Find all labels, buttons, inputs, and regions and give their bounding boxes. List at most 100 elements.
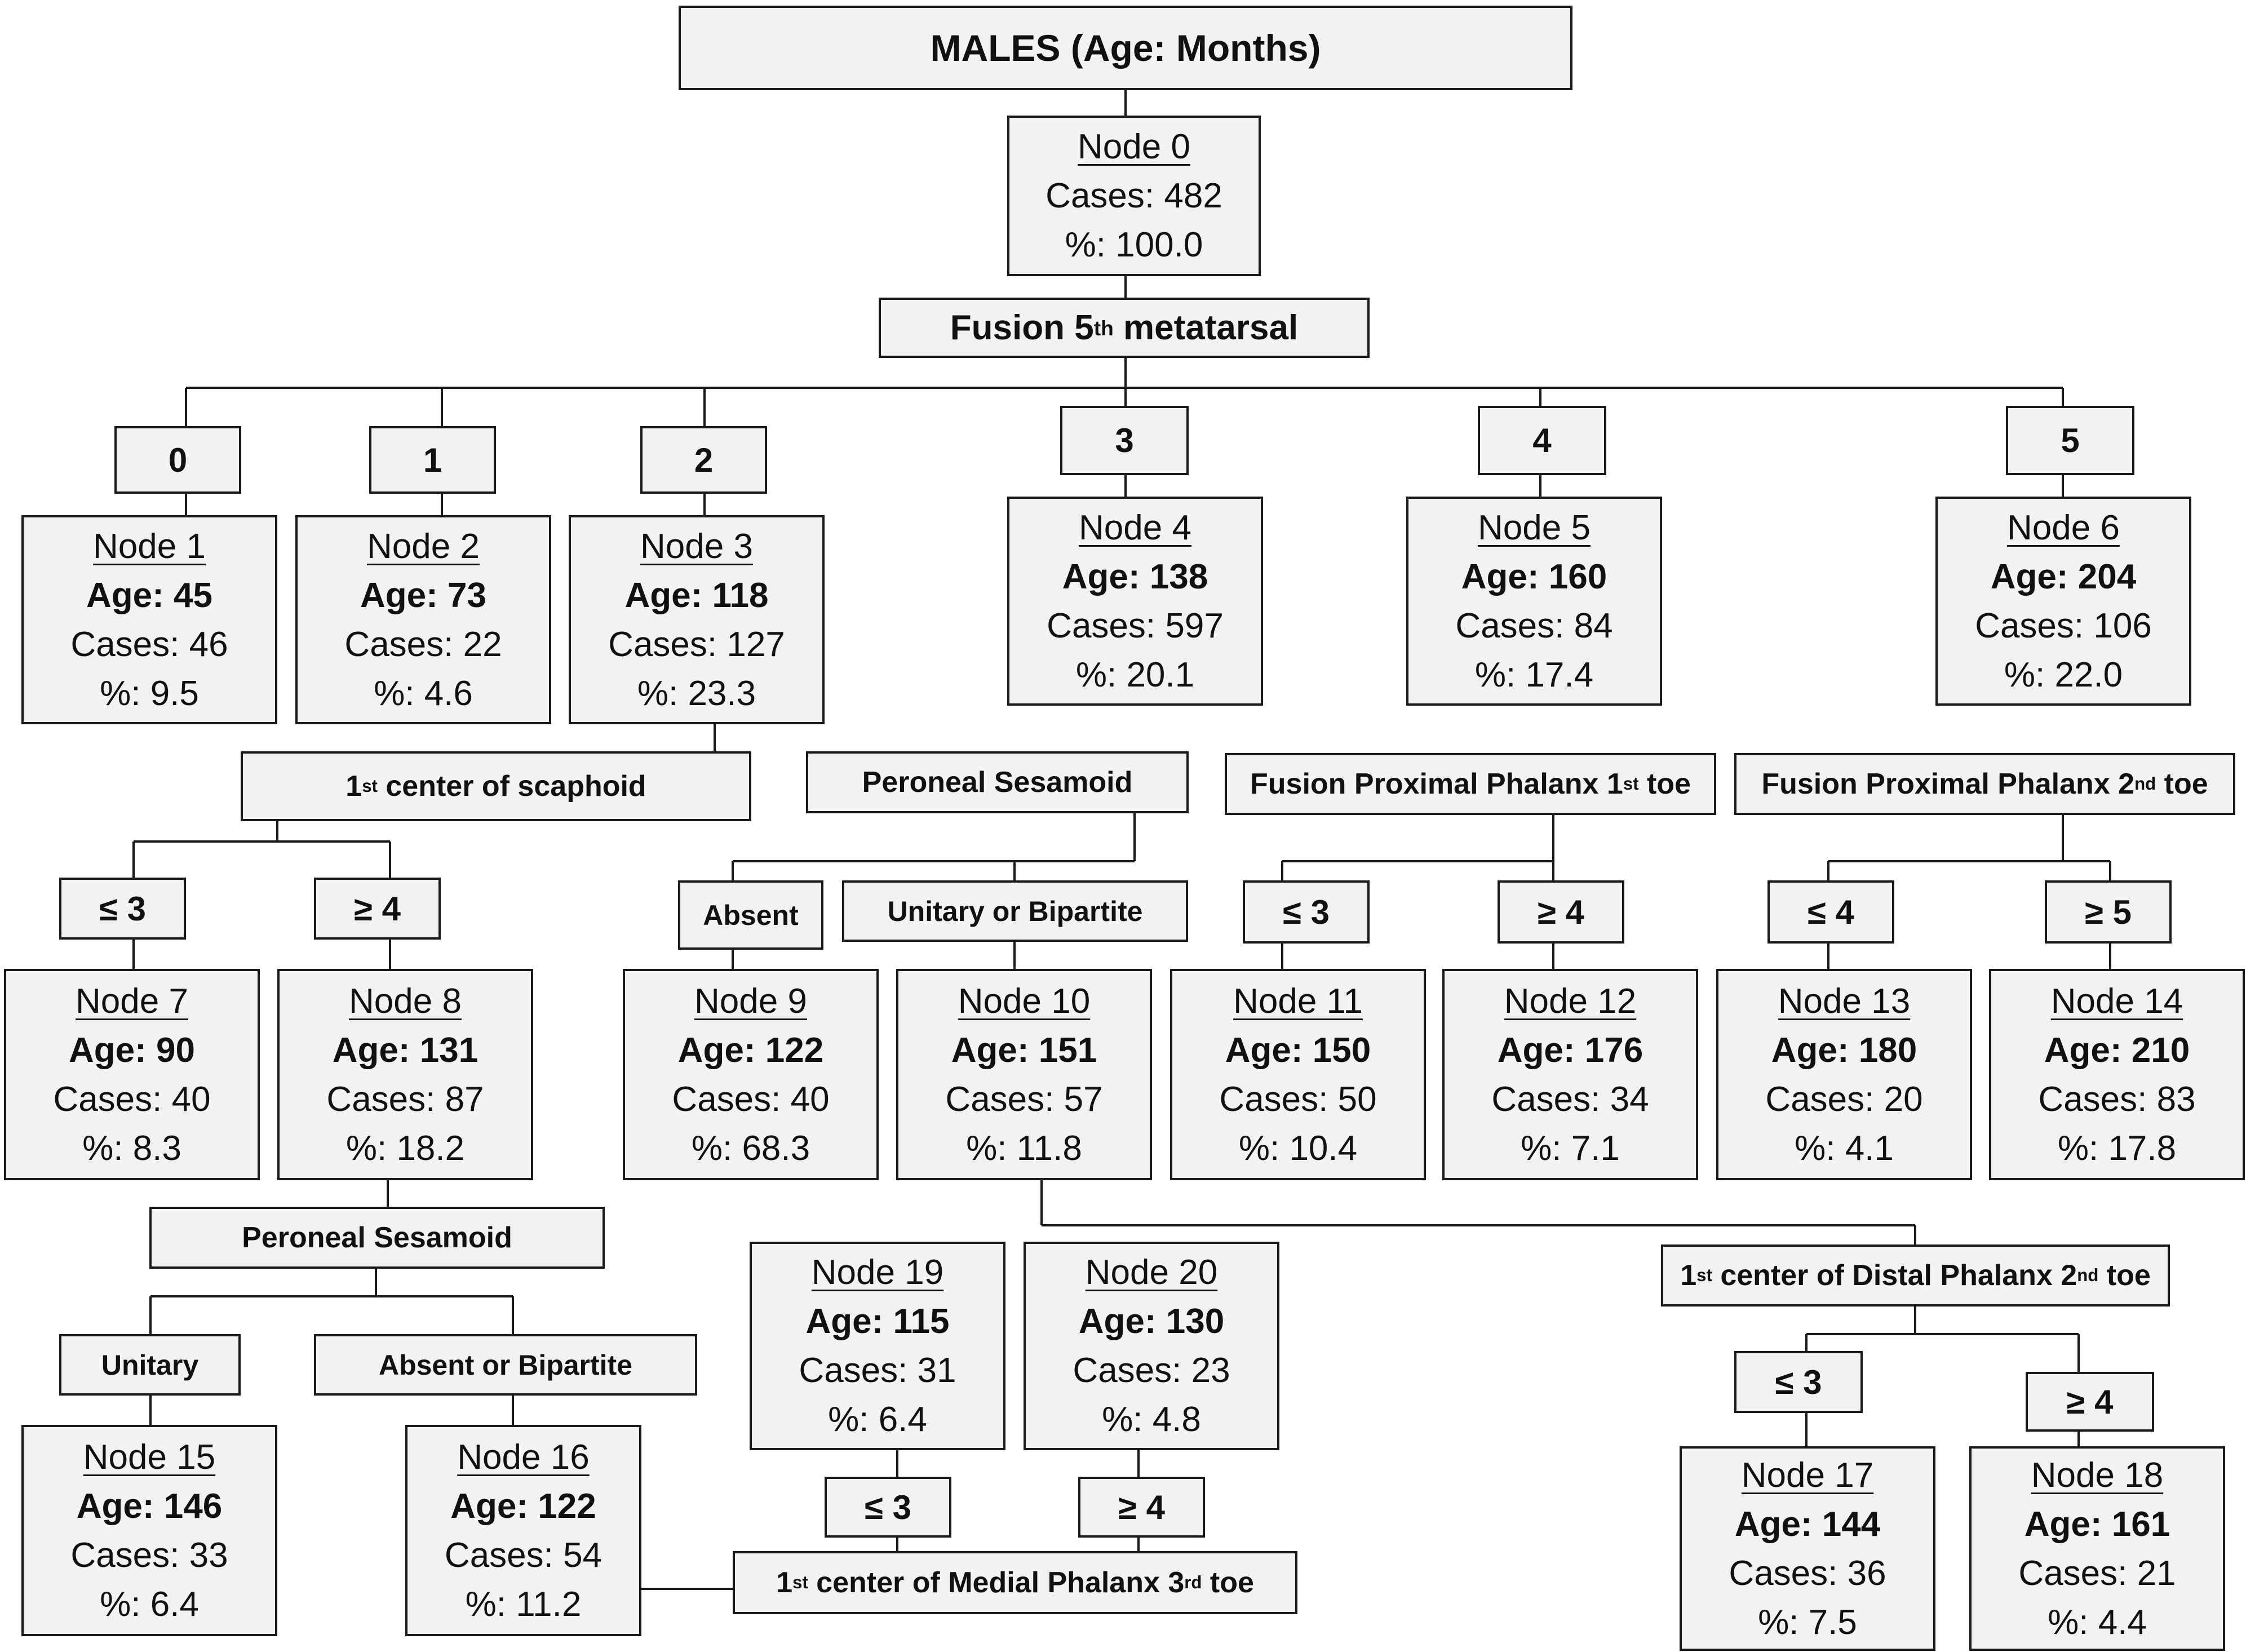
branch-label: Absent	[678, 880, 823, 950]
node-name: Node 7	[76, 981, 188, 1021]
node-16: Node 16 Age: 122 Cases: 54 %: 11.2	[405, 1425, 641, 1636]
node-name: Node 6	[2007, 508, 2120, 547]
branch-label: ≥ 4	[2026, 1372, 2154, 1432]
node-age: Age: 176	[1497, 1030, 1643, 1070]
node-name: Node 0	[1078, 127, 1190, 166]
node-name: Node 20	[1085, 1253, 1218, 1292]
node-percent: %: 11.2	[465, 1584, 582, 1624]
node-14: Node 14 Age: 210 Cases: 83 %: 17.8	[1989, 969, 2245, 1180]
node-percent: %: 17.8	[2057, 1128, 2177, 1168]
node-17: Node 17 Age: 144 Cases: 36 %: 7.5	[1680, 1446, 1935, 1651]
branch-label: Absent or Bipartite	[314, 1334, 697, 1396]
branch-label: ≤ 3	[825, 1477, 951, 1538]
node-cases: Cases: 22	[344, 625, 502, 664]
node-percent: %: 100.0	[1065, 225, 1203, 264]
node-15: Node 15 Age: 146 Cases: 33 %: 6.4	[21, 1425, 277, 1636]
node-cases: Cases: 597	[1047, 606, 1224, 645]
branch-label: 1	[369, 426, 496, 494]
node-cases: Cases: 83	[2038, 1079, 2196, 1119]
node-13: Node 13 Age: 180 Cases: 20 %: 4.1	[1716, 969, 1972, 1180]
node-percent: %: 23.3	[637, 674, 756, 713]
node-percent: %: 17.4	[1474, 655, 1594, 694]
node-percent: %: 7.5	[1758, 1602, 1857, 1642]
node-cases: Cases: 20	[1765, 1079, 1923, 1119]
node-percent: %: 18.2	[345, 1128, 465, 1168]
node-name: Node 11	[1233, 981, 1363, 1021]
node-name: Node 9	[694, 981, 807, 1021]
node-name: Node 18	[2031, 1455, 2164, 1495]
node-2: Node 2 Age: 73 Cases: 22 %: 4.6	[295, 515, 551, 724]
branch-label: 0	[114, 426, 241, 494]
branch-label: 3	[1060, 406, 1189, 475]
node-1: Node 1 Age: 45 Cases: 46 %: 9.5	[21, 515, 277, 724]
node-age: Age: 144	[1734, 1504, 1881, 1544]
node-percent: %: 4.1	[1795, 1128, 1894, 1168]
node-cases: Cases: 31	[799, 1351, 956, 1390]
branch-label: 2	[640, 426, 767, 494]
node-name: Node 15	[83, 1437, 216, 1477]
node-age: Age: 150	[1225, 1030, 1371, 1070]
node-age: Age: 204	[1990, 557, 2137, 596]
node-name: Node 16	[457, 1437, 590, 1477]
branch-label: ≥ 4	[1078, 1477, 1205, 1538]
node-cases: Cases: 46	[70, 625, 228, 664]
node-cases: Cases: 106	[1975, 606, 2152, 645]
node-name: Node 12	[1504, 981, 1637, 1021]
node-10: Node 10 Age: 151 Cases: 57 %: 11.8	[896, 969, 1152, 1180]
node-cases: Cases: 84	[1455, 606, 1613, 645]
node-age: Age: 73	[360, 575, 486, 615]
node-name: Node 17	[1741, 1455, 1874, 1495]
node-name: Node 3	[640, 526, 753, 566]
split-criterion-peroneal-sesamoid: Peroneal Sesamoid	[149, 1207, 605, 1269]
node-percent: %: 6.4	[100, 1584, 199, 1624]
node-age: Age: 138	[1062, 557, 1208, 596]
node-name: Node 2	[367, 526, 480, 566]
node-0: Node 0 Cases: 482 %: 100.0	[1007, 116, 1261, 276]
node-percent: %: 4.6	[374, 674, 473, 713]
node-name: Node 10	[958, 981, 1091, 1021]
node-cases: Cases: 87	[326, 1079, 484, 1119]
node-percent: %: 9.5	[100, 674, 199, 713]
node-8: Node 8 Age: 131 Cases: 87 %: 18.2	[277, 969, 533, 1180]
branch-label: ≥ 4	[314, 878, 441, 940]
node-cases: Cases: 23	[1073, 1351, 1230, 1390]
split-criterion-peroneal-sesamoid: Peroneal Sesamoid	[806, 751, 1189, 813]
node-age: Age: 122	[677, 1030, 824, 1070]
node-name: Node 19	[811, 1253, 944, 1292]
node-name: Node 5	[1478, 508, 1591, 547]
branch-label: Unitary or Bipartite	[842, 880, 1188, 942]
node-age: Age: 161	[2024, 1504, 2170, 1544]
node-percent: %: 8.3	[82, 1128, 181, 1168]
branch-label: 5	[2006, 406, 2134, 475]
node-age: Age: 131	[332, 1030, 479, 1070]
node-percent: %: 7.1	[1521, 1128, 1620, 1168]
node-cases: Cases: 482	[1046, 176, 1222, 215]
node-name: Node 4	[1079, 508, 1191, 547]
branch-label: ≥ 5	[2045, 880, 2172, 944]
node-name: Node 8	[349, 981, 462, 1021]
node-age: Age: 122	[450, 1486, 596, 1526]
node-percent: %: 4.8	[1102, 1400, 1201, 1439]
node-cases: Cases: 57	[945, 1079, 1103, 1119]
node-percent: %: 22.0	[2004, 655, 2123, 694]
node-cases: Cases: 127	[608, 625, 785, 664]
node-11: Node 11 Age: 150 Cases: 50 %: 10.4	[1170, 969, 1426, 1180]
branch-label: Unitary	[59, 1334, 241, 1396]
branch-label: 4	[1478, 406, 1606, 475]
node-9: Node 9 Age: 122 Cases: 40 %: 68.3	[623, 969, 879, 1180]
node-age: Age: 160	[1461, 557, 1607, 596]
node-age: Age: 146	[76, 1486, 223, 1526]
node-age: Age: 45	[86, 575, 212, 615]
node-cases: Cases: 21	[2018, 1553, 2176, 1593]
node-percent: %: 11.8	[966, 1128, 1082, 1168]
node-cases: Cases: 54	[444, 1535, 603, 1575]
node-6: Node 6 Age: 204 Cases: 106 %: 22.0	[1935, 497, 2191, 706]
branch-label: ≤ 3	[1734, 1351, 1863, 1413]
node-age: Age: 115	[805, 1302, 950, 1341]
